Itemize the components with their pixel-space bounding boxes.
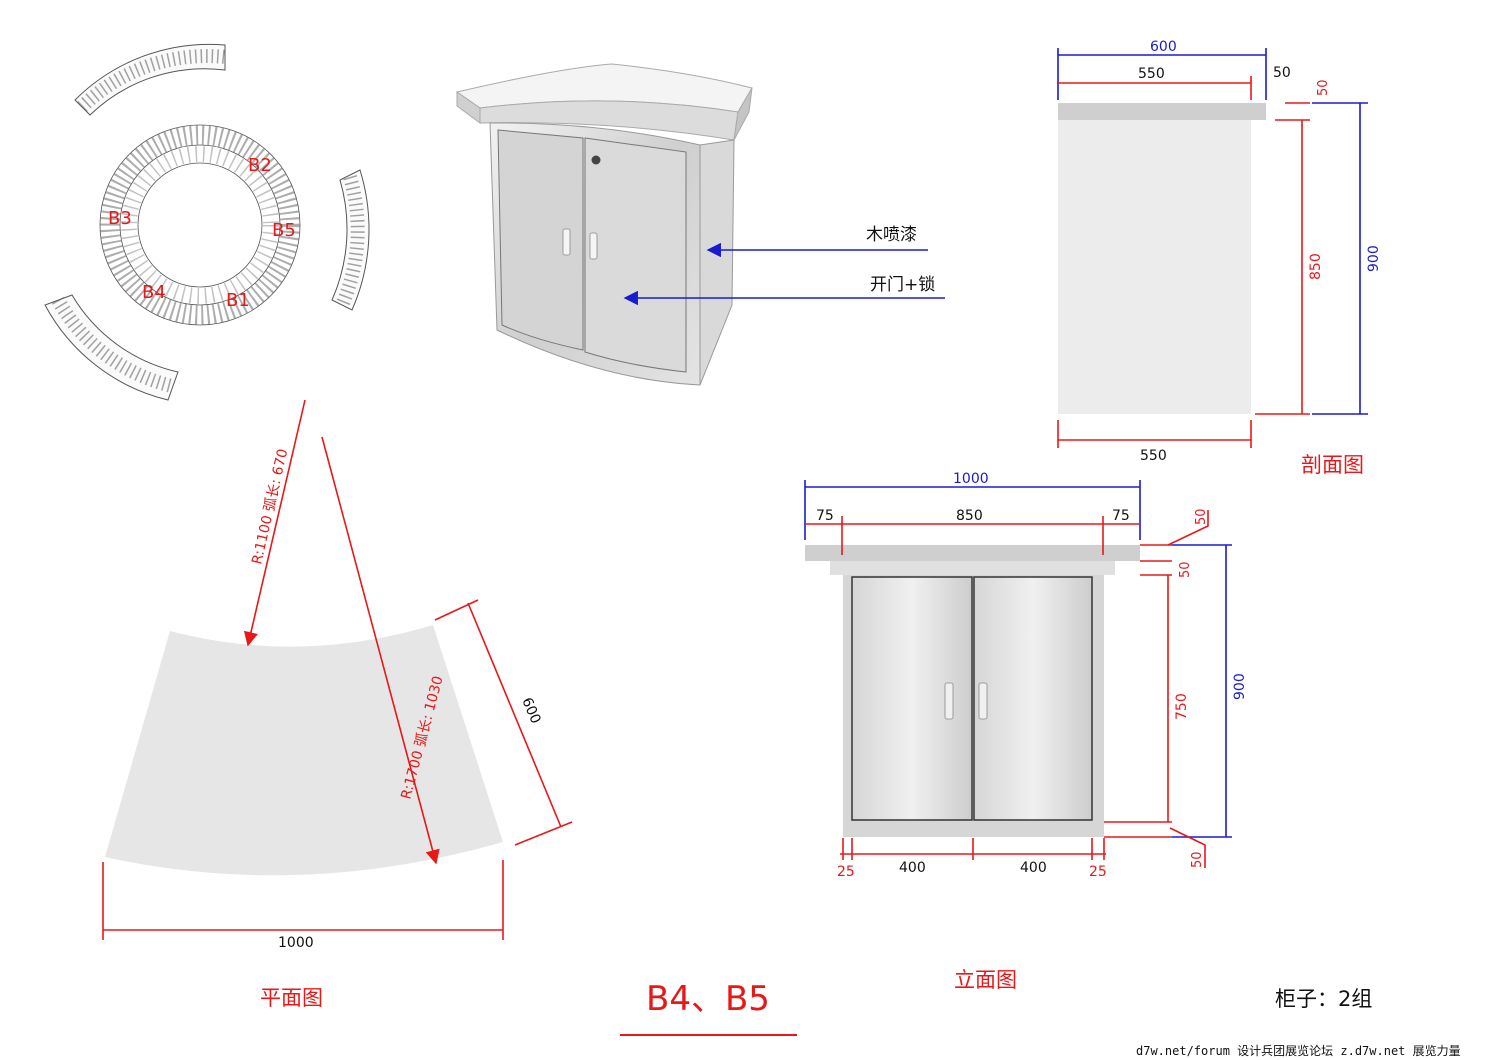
plan-radius-outer-line [321,436,440,865]
elevation-handle-left [944,682,954,720]
elev-dim-75-right: 75 [1112,508,1130,524]
layout-arc-right [331,169,370,311]
callouts: 木喷漆 开门+锁 [623,225,945,306]
layout-label-b4: B4 [142,282,166,303]
plan-dim-600: 600 [518,695,543,726]
elev-dim-50-base-leader [1169,827,1206,868]
section-dim-900: 900 [1366,245,1382,272]
section-dim-50-vert: 50 [1316,79,1331,96]
cabinet-lock-icon [591,155,601,165]
cabinet-3d-view [455,63,753,386]
layout-label-b2: B2 [248,155,272,176]
section-view: 600 550 50 50 850 900 550 剖面图 [1057,39,1382,477]
section-body [1058,120,1251,414]
elev-dim-1000: 1000 [953,471,989,487]
plan-view-title: 平面图 [260,986,323,1010]
plan-view: R:1100 弧长: 670 R:1700 弧长: 1030 600 1000 … [102,399,573,1010]
elev-dim-25-left: 25 [837,864,855,880]
elev-dim-750: 750 [1174,693,1190,720]
elev-dim-50-rail: 50 [1178,561,1193,578]
plan-radius-inner-line [243,399,306,647]
plan-dim-1000: 1000 [278,935,314,951]
elev-dim-75-left: 75 [816,508,834,524]
elevation-rail [830,561,1115,575]
layout-plan: B2 B3 B5 B4 B1 [44,43,370,401]
elev-dim-400-left: 400 [899,860,926,876]
callout-finish-label: 木喷漆 [866,225,917,245]
elev-dim-50-base: 50 [1190,851,1205,868]
watermark: d7w.net/forum 设计兵团展览论坛 z.d7w.net 展览力量 [1136,1043,1461,1058]
layout-label-b3: B3 [108,208,132,229]
cabinet-door-left [497,129,584,351]
section-dim-850: 850 [1308,253,1324,280]
layout-label-b1: B1 [226,290,250,311]
elev-dim-900: 900 [1232,673,1248,700]
section-top-slab [1058,103,1266,120]
plan-dim-600-line [467,602,562,828]
sheet-title: B4、B5 [646,979,770,1019]
layout-ring-inner [137,162,263,288]
callout-door-label: 开门+锁 [870,275,935,295]
section-dim-overhang: 50 [1273,65,1291,81]
elevation-door-right [973,576,1093,821]
elev-dim-400-right: 400 [1020,860,1047,876]
section-dim-600: 600 [1150,39,1177,55]
elev-dim-850: 850 [956,508,983,524]
layout-arc-top-hatch [77,49,226,113]
layout-arc-bottom-hatch [51,296,174,393]
layout-ring-hatch-inner [121,146,279,304]
cabinet-door-right [584,137,687,373]
elevation-door-left [851,576,973,821]
plan-dim-600-tick-t [434,599,479,621]
plan-dim-600-tick-b [514,821,573,846]
elev-dim-50-top: 50 [1194,508,1209,525]
section-dim-550: 550 [1138,66,1165,82]
section-dim-550-bottom: 550 [1140,448,1167,464]
layout-ring-hatch [100,125,300,325]
elevation-handle-right [978,682,988,720]
elevation-view-title: 立面图 [954,968,1017,992]
cabinet-handle-right [589,232,598,260]
section-view-title: 剖面图 [1301,453,1364,477]
cabinet-body-side [699,139,735,386]
elev-dim-25-right: 25 [1089,864,1107,880]
plan-arc-shape [105,625,503,876]
layout-arc-top [74,43,226,116]
layout-label-b5: B5 [272,220,296,241]
elev-dim-50-top-leader [1167,510,1209,546]
elevation-top-slab [805,545,1140,561]
cabinet-top-side [733,87,753,141]
cabinet-count-note: 柜子：2组 [1275,987,1372,1011]
cabinet-handle-left [562,228,571,256]
elevation-view: 1000 75 850 75 50 50 750 900 50 25 400 [804,471,1248,992]
